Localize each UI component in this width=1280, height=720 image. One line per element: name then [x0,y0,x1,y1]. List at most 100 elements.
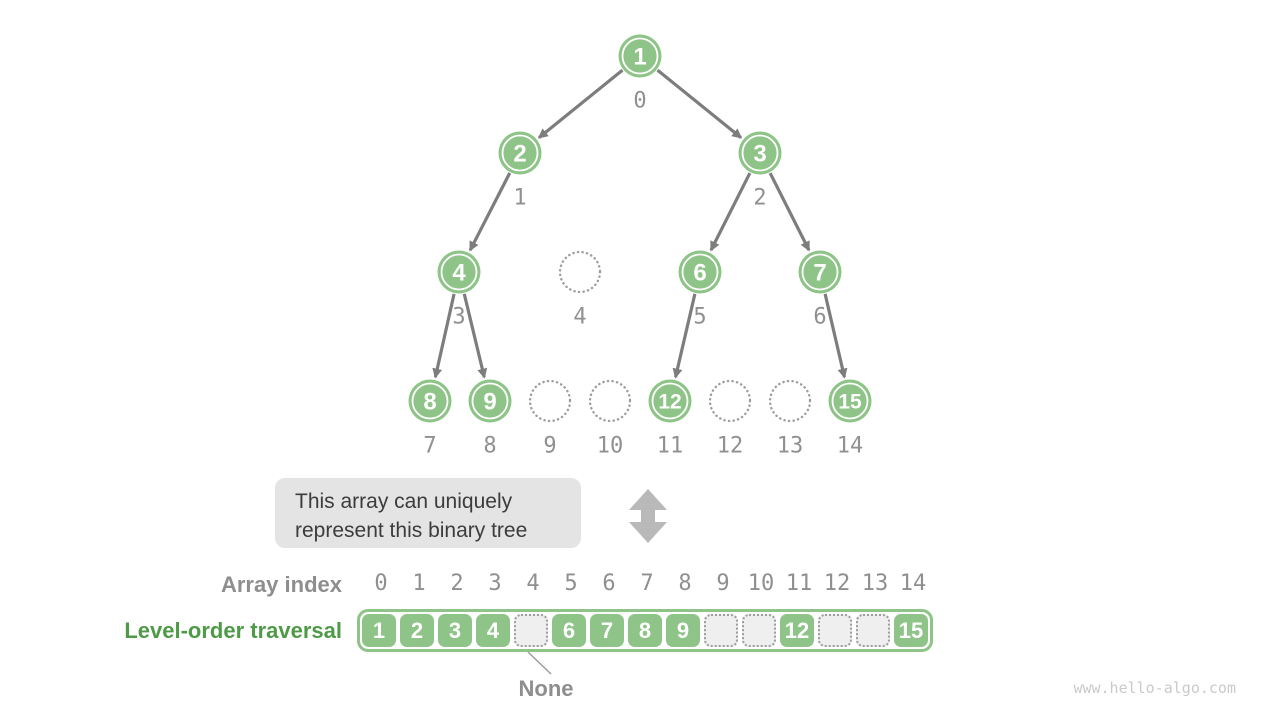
array-index-14: 14 [899,571,927,596]
tree-edge-n6-n12 [672,293,697,379]
tree-empty-node-index-13 [768,379,812,423]
tree-index-label-13: 13 [777,434,804,459]
array-index-7: 7 [640,571,654,596]
tree-node-ring-1 [621,37,659,75]
callout-line-1: This array can uniquely [295,490,513,513]
tree-index-label-4: 4 [573,305,586,330]
array-index-9: 9 [716,571,730,596]
tree-empty-node-index-9 [528,379,572,423]
tree-node-value-15: 15 [838,391,862,414]
tree-node-3 [738,131,782,175]
tree-node-2 [498,131,542,175]
array-index-1: 1 [412,571,426,596]
tree-empty-node-index-12 [708,379,752,423]
tree-index-label-5: 5 [693,305,706,330]
tree-empty-node-index-4 [558,250,602,294]
tree-node-15 [828,379,872,423]
tree-edge-n4-n9 [462,293,488,379]
array-cell-1: 1 [362,614,396,647]
array-cell-none-9 [704,614,738,647]
tree-index-label-6: 6 [813,305,826,330]
tree-node-ring-9 [471,382,509,420]
array-cell-none-12 [818,614,852,647]
tree-node-8 [408,379,452,423]
tree-node-ring-3 [741,134,779,172]
array-index-0: 0 [374,571,388,596]
tree-index-label-7: 7 [423,434,436,459]
tree-node-value-6: 6 [693,260,706,287]
tree-edge-n3-n6 [709,172,752,252]
array-cell-4: 4 [476,614,510,647]
array-index-label: Array index [220,572,342,597]
tree-node-ring-12 [651,382,689,420]
tree-index-label-12: 12 [717,434,744,459]
tree-empty-node-index-10 [588,379,632,423]
tree-index-label-9: 9 [543,434,556,459]
tree-node-ring-6 [681,253,719,291]
array-index-8: 8 [678,571,692,596]
array-cell-none-13 [856,614,890,647]
tree-node-value-2: 2 [513,141,526,168]
tree-node-value-9: 9 [483,389,496,416]
tree-node-4 [437,250,481,294]
array-cell-9: 9 [666,614,700,647]
tree-node-1 [618,34,662,78]
array-index-2: 2 [450,571,464,596]
tree-edge-n2-n4 [468,172,512,252]
tree-index-label-8: 8 [483,434,496,459]
tree-index-label-0: 0 [633,89,646,114]
array-cell-3: 3 [438,614,472,647]
tree-index-label-2: 2 [753,186,766,211]
array-cell-7: 7 [590,614,624,647]
tree-node-6 [678,250,722,294]
none-pointer-line [527,651,552,675]
tree-edge-n7-n15 [823,293,848,379]
array-cell-12: 12 [780,614,814,647]
array-cell-8: 8 [628,614,662,647]
level-order-traversal-label: Level-order traversal [124,618,342,643]
callout-line-2: represent this binary tree [295,519,528,542]
tree-node-ring-4 [440,253,478,291]
tree-node-ring-2 [501,134,539,172]
tree-node-value-8: 8 [423,389,436,416]
array-index-10: 10 [747,571,775,596]
tree-index-label-10: 10 [597,434,624,459]
array-index-11: 11 [785,571,813,596]
array-cell-none-10 [742,614,776,647]
tree-node-9 [468,379,512,423]
tree-edge-n1-n3 [656,68,743,139]
array-index-3: 3 [488,571,502,596]
tree-node-12 [648,379,692,423]
tree-node-value-3: 3 [753,141,766,168]
array-index-13: 13 [861,571,889,596]
tree-index-label-14: 14 [837,434,864,459]
tree-edges [432,68,848,379]
tree-node-value-1: 1 [633,44,646,71]
array-index-6: 6 [602,571,616,596]
tree-edge-n1-n2 [537,68,624,139]
tree-node-value-12: 12 [658,391,681,414]
array-cell-2: 2 [400,614,434,647]
tree-node-ring-15 [831,382,869,420]
tree-edge-n4-n8 [432,293,456,379]
tree-node-ring-7 [801,253,839,291]
array-index-4: 4 [526,571,540,596]
tree-node-7 [798,250,842,294]
tree-edge-n3-n7 [768,172,811,252]
tree-node-ring-8 [411,382,449,420]
tree-node-value-4: 4 [452,260,466,287]
tree-index-label-1: 1 [513,186,526,211]
watermark: www.hello-algo.com [1073,679,1236,697]
tree-index-label-11: 11 [657,434,684,459]
array-cell-15: 15 [894,614,928,647]
array-cell-none-4 [514,614,548,647]
none-label: None [518,676,574,701]
tree-node-value-7: 7 [813,260,826,287]
tree-index-label-3: 3 [452,305,465,330]
